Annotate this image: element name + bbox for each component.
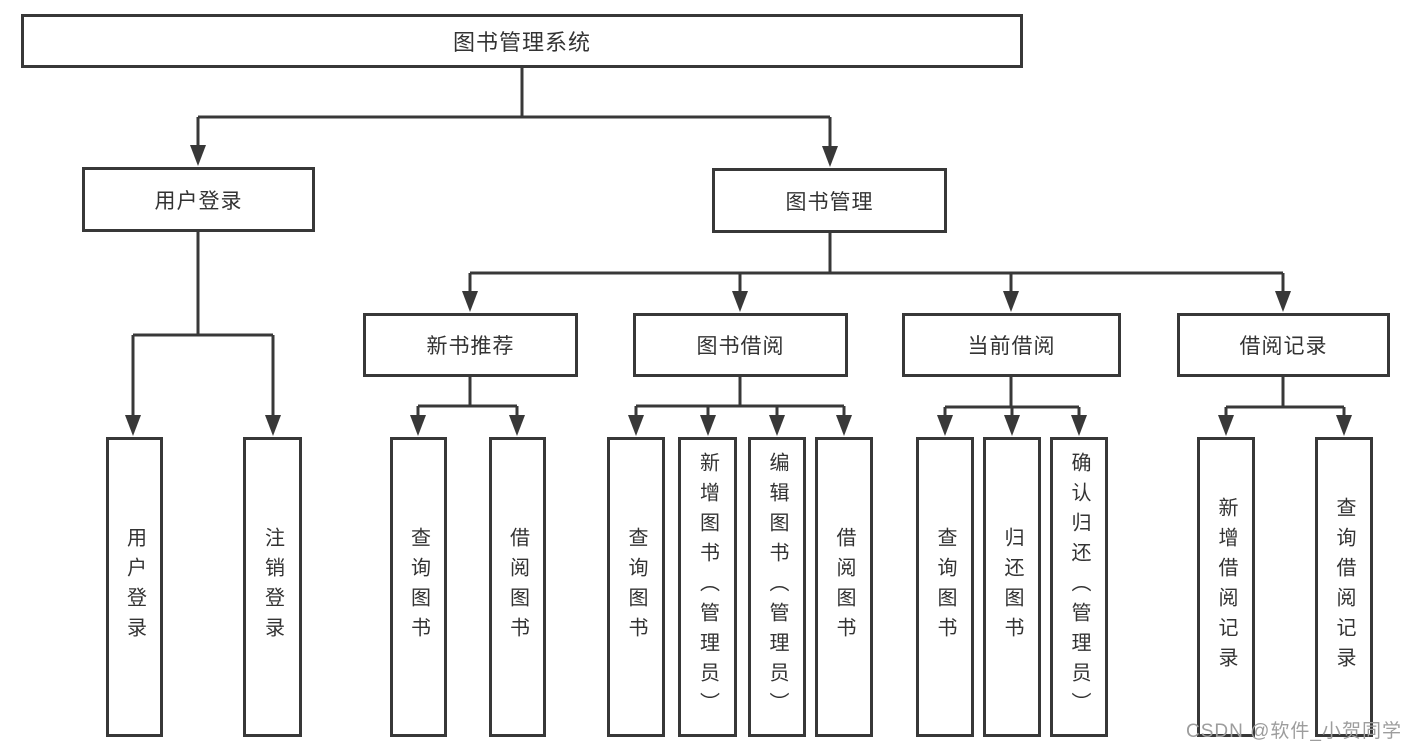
node-new-book-recommend-label: 新书推荐 xyxy=(426,335,515,358)
leaf-edit-books-admin-label: 编辑图书（管理员） xyxy=(766,452,788,722)
leaf-borrow-books-borrow-label: 借阅图书 xyxy=(833,527,855,647)
node-user-login: 用户登录 xyxy=(82,167,315,232)
leaf-confirm-return-admin: 确认归还（管理员） xyxy=(1050,437,1108,737)
leaf-query-books-current: 查询图书 xyxy=(916,437,974,737)
node-book-borrow: 图书借阅 xyxy=(633,313,848,377)
leaf-user-login-label: 用户登录 xyxy=(123,527,146,647)
node-current-borrow: 当前借阅 xyxy=(902,313,1121,377)
node-current-borrow-label: 当前借阅 xyxy=(967,335,1056,358)
leaf-logout: 注销登录 xyxy=(243,437,302,737)
csdn-watermark-text: CSDN @软件_小贺同学 xyxy=(1186,721,1402,742)
connector-current-to-leaves xyxy=(943,377,1081,422)
node-book-management-label: 图书管理 xyxy=(785,190,874,214)
node-new-book-recommend: 新书推荐 xyxy=(363,313,578,377)
leaf-confirm-return-admin-label: 确认归还（管理员） xyxy=(1068,452,1090,722)
arrowhead-icons xyxy=(125,145,1352,436)
connector-record-to-leaves xyxy=(1224,377,1346,422)
connector-login-to-leaves xyxy=(131,232,275,422)
leaf-query-books-newbook-label: 查询图书 xyxy=(407,527,430,647)
leaf-logout-label: 注销登录 xyxy=(261,527,284,647)
leaf-add-books-admin-label: 新增图书（管理员） xyxy=(696,452,719,722)
leaf-query-books-current-label: 查询图书 xyxy=(934,527,956,647)
node-root-system: 图书管理系统 xyxy=(21,14,1023,68)
leaf-add-books-admin: 新增图书（管理员） xyxy=(678,437,737,737)
node-book-management: 图书管理 xyxy=(712,168,947,233)
leaf-query-books-borrow: 查询图书 xyxy=(607,437,665,737)
leaf-return-books-label: 归还图书 xyxy=(1001,527,1023,647)
csdn-watermark: CSDN @软件_小贺同学 xyxy=(1186,716,1402,743)
connector-borrow-to-leaves xyxy=(634,377,846,422)
leaf-query-borrow-record: 查询借阅记录 xyxy=(1315,437,1373,737)
node-book-borrow-label: 图书借阅 xyxy=(696,335,785,358)
leaf-user-login: 用户登录 xyxy=(106,437,163,737)
leaf-query-borrow-record-label: 查询借阅记录 xyxy=(1333,497,1355,677)
connector-root-to-level2 xyxy=(196,68,832,153)
leaf-query-books-newbook: 查询图书 xyxy=(390,437,447,737)
leaf-add-borrow-record-label: 新增借阅记录 xyxy=(1215,497,1237,677)
node-borrow-records: 借阅记录 xyxy=(1177,313,1390,377)
connector-mgmt-to-level3 xyxy=(468,233,1285,298)
leaf-query-books-borrow-label: 查询图书 xyxy=(625,527,647,647)
leaf-edit-books-admin: 编辑图书（管理员） xyxy=(748,437,806,737)
leaf-borrow-books-borrow: 借阅图书 xyxy=(815,437,873,737)
leaf-add-borrow-record: 新增借阅记录 xyxy=(1197,437,1255,737)
leaf-borrow-books-newbook: 借阅图书 xyxy=(489,437,546,737)
connector-newbook-to-leaves xyxy=(416,377,519,422)
node-borrow-records-label: 借阅记录 xyxy=(1239,335,1328,358)
leaf-borrow-books-newbook-label: 借阅图书 xyxy=(506,527,529,647)
node-root-label: 图书管理系统 xyxy=(452,30,591,55)
node-user-login-label: 用户登录 xyxy=(154,189,243,213)
leaf-return-books: 归还图书 xyxy=(983,437,1041,737)
